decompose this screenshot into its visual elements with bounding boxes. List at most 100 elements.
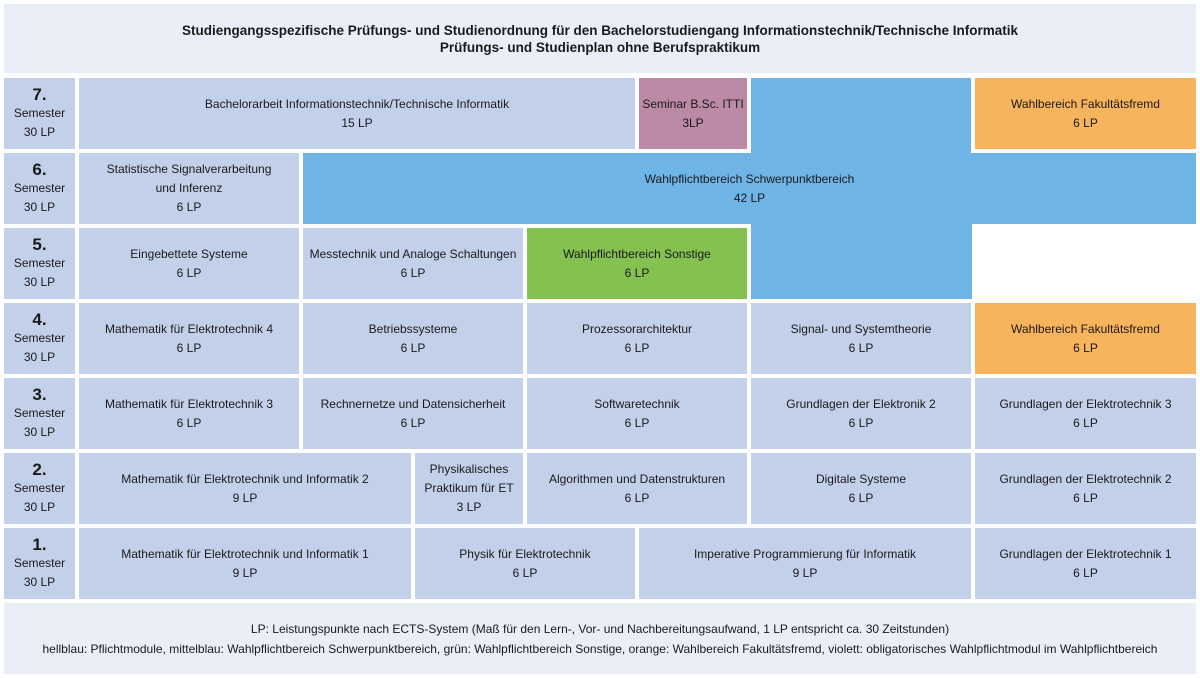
semester-credits: 30 LP xyxy=(23,575,56,589)
module-credits: 6 LP xyxy=(1073,415,1098,430)
semester-word: Semester xyxy=(13,256,66,270)
module-prozessorarchitektur: Prozessorarchitektur 6 LP xyxy=(527,303,747,374)
semester-5-label: 5. Semester 30 LP xyxy=(4,228,75,299)
module-credits: 6 LP xyxy=(624,415,650,430)
module-name: Grundlagen der Elektrotechnik 2 xyxy=(999,471,1172,486)
module-signal-systemtheorie: Signal- und Systemtheorie 6 LP xyxy=(751,303,971,374)
module-name: Seminar B.Sc. ITTI xyxy=(642,96,744,111)
semester-number: 5. xyxy=(32,235,47,254)
module-name: Mathematik für Elektrotechnik 4 xyxy=(104,321,274,336)
module-credits: 6 LP xyxy=(176,200,202,214)
module-credits: 9 LP xyxy=(232,565,258,580)
module-name: Physik für Elektrotechnik xyxy=(459,546,591,561)
module-credits: 6 LP xyxy=(400,340,426,355)
semester-number: 7. xyxy=(32,85,47,104)
semester-word: Semester xyxy=(13,481,66,495)
module-credits: 3LP xyxy=(682,115,704,130)
module-schwerpunktbereich: Wahlpflichtbereich Schwerpunktbereich 42… xyxy=(303,153,1196,224)
semester-word: Semester xyxy=(13,106,66,120)
module-name: Algorithmen und Datenstrukturen xyxy=(548,471,726,486)
plan-legend: LP: Leistungspunkte nach ECTS-System (Ma… xyxy=(4,603,1196,674)
module-name: Wahlbereich Fakultätsfremd xyxy=(1011,321,1160,336)
module-name: Mathematik für Elektrotechnik und Inform… xyxy=(121,471,369,486)
module-name: Grundlagen der Elektronik 2 xyxy=(786,396,936,411)
module-credits: 6 LP xyxy=(1073,565,1098,580)
semester-word: Semester xyxy=(13,181,66,195)
module-elektronik-2: Grundlagen der Elektronik 2 6 LP xyxy=(751,378,971,449)
semester-7-label: 7. Semester 30 LP xyxy=(4,78,75,149)
module-credits: 6 LP xyxy=(1073,340,1098,355)
module-mathematik-3: Mathematik für Elektrotechnik 3 6 LP xyxy=(79,378,299,449)
semester-credits: 30 LP xyxy=(23,275,56,289)
module-physik: Physik für Elektrotechnik 6 LP xyxy=(415,528,635,599)
semester-word: Semester xyxy=(13,406,66,420)
module-credits: 6 LP xyxy=(400,265,426,280)
legend-color-key: hellblau: Pflichtmodule, mittelblau: Wah… xyxy=(42,641,1158,656)
module-credits: 6 LP xyxy=(1073,115,1098,130)
module-credits: 6 LP xyxy=(848,340,874,355)
semester-2-label: 2. Semester 30 LP xyxy=(4,453,75,524)
module-physikalisches-praktikum: Physikalisches Praktikum für ET 3 LP xyxy=(415,453,523,524)
module-name: Mathematik für Elektrotechnik und Inform… xyxy=(121,546,369,561)
module-name: Rechnernetze und Datensicherheit xyxy=(320,396,506,411)
module-elektrotechnik-3: Grundlagen der Elektrotechnik 3 6 LP xyxy=(975,378,1196,449)
semester-credits: 30 LP xyxy=(23,200,56,214)
semester-word: Semester xyxy=(13,556,66,570)
module-name: Grundlagen der Elektrotechnik 1 xyxy=(999,546,1172,561)
module-name: Wahlpflichtbereich Sonstige xyxy=(563,246,711,261)
module-messtechnik: Messtechnik und Analoge Schaltungen 6 LP xyxy=(303,228,523,299)
module-seminar: Seminar B.Sc. ITTI 3LP xyxy=(639,78,747,149)
plan-header: Studiengangsspezifische Prüfungs- und St… xyxy=(4,4,1196,73)
semester-number: 6. xyxy=(32,160,47,179)
legend-lp-explanation: LP: Leistungspunkte nach ECTS-System (Ma… xyxy=(250,621,950,636)
semester-credits: 30 LP xyxy=(23,425,56,439)
module-betriebssysteme: Betriebssysteme 6 LP xyxy=(303,303,523,374)
module-credits: 6 LP xyxy=(176,415,202,430)
module-credits: 6 LP xyxy=(624,340,650,355)
semester-number: 3. xyxy=(32,385,47,404)
module-credits: 6 LP xyxy=(848,490,874,505)
module-credits: 6 LP xyxy=(624,490,650,505)
module-digitale-systeme: Digitale Systeme 6 LP xyxy=(751,453,971,524)
semester-3-label: 3. Semester 30 LP xyxy=(4,378,75,449)
module-credits: 6 LP xyxy=(848,415,874,430)
module-mathematik-1: Mathematik für Elektrotechnik und Inform… xyxy=(79,528,411,599)
schwerpunkt-block-top xyxy=(751,78,971,158)
module-mathematik-2: Mathematik für Elektrotechnik und Inform… xyxy=(79,453,411,524)
semester-number: 1. xyxy=(32,535,47,554)
module-statistische-signalverarbeitung: Statistische Signalverarbeitung und Infe… xyxy=(79,153,299,224)
module-credits: 9 LP xyxy=(232,490,258,505)
module-rechnernetze: Rechnernetze und Datensicherheit 6 LP xyxy=(303,378,523,449)
module-credits: 6 LP xyxy=(400,415,426,430)
plan-subtitle: Prüfungs- und Studienplan ohne Berufspra… xyxy=(439,39,761,55)
module-name: Softwaretechnik xyxy=(594,396,680,411)
module-name: Prozessorarchitektur xyxy=(581,321,693,336)
schwerpunkt-block-bottom xyxy=(751,220,972,299)
semester-word: Semester xyxy=(13,331,66,345)
module-elektrotechnik-1: Grundlagen der Elektrotechnik 1 6 LP xyxy=(975,528,1196,599)
semester-1-label: 1. Semester 30 LP xyxy=(4,528,75,599)
module-name: Statistische Signalverarbeitung und Infe… xyxy=(106,162,272,195)
module-name: Wahlbereich Fakultätsfremd xyxy=(1011,96,1160,111)
module-credits: 6 LP xyxy=(176,265,202,280)
module-imperative-programmierung: Imperative Programmierung für Informatik… xyxy=(639,528,971,599)
module-softwaretechnik: Softwaretechnik 6 LP xyxy=(527,378,747,449)
module-elektrotechnik-2: Grundlagen der Elektrotechnik 2 6 LP xyxy=(975,453,1196,524)
module-wahlbereich-fakultaetsfremd-7: Wahlbereich Fakultätsfremd 6 LP xyxy=(975,78,1196,149)
module-credits: 6 LP xyxy=(1073,490,1098,505)
module-name: Wahlpflichtbereich Schwerpunktbereich xyxy=(644,171,855,186)
semester-6-label: 6. Semester 30 LP xyxy=(4,153,75,224)
module-name: Eingebettete Systeme xyxy=(130,246,248,261)
module-name: Messtechnik und Analoge Schaltungen xyxy=(309,246,517,261)
module-name: Betriebssysteme xyxy=(368,321,458,336)
module-name: Signal- und Systemtheorie xyxy=(790,321,932,336)
module-credits: 6 LP xyxy=(624,265,650,280)
module-credits: 6 LP xyxy=(176,340,202,355)
module-name: Physikalisches Praktikum für ET xyxy=(424,462,514,495)
module-eingebettete-systeme: Eingebettete Systeme 6 LP xyxy=(79,228,299,299)
module-name: Mathematik für Elektrotechnik 3 xyxy=(104,396,274,411)
module-credits: 6 LP xyxy=(512,565,538,580)
module-name: Grundlagen der Elektrotechnik 3 xyxy=(999,396,1172,411)
semester-4-label: 4. Semester 30 LP xyxy=(4,303,75,374)
